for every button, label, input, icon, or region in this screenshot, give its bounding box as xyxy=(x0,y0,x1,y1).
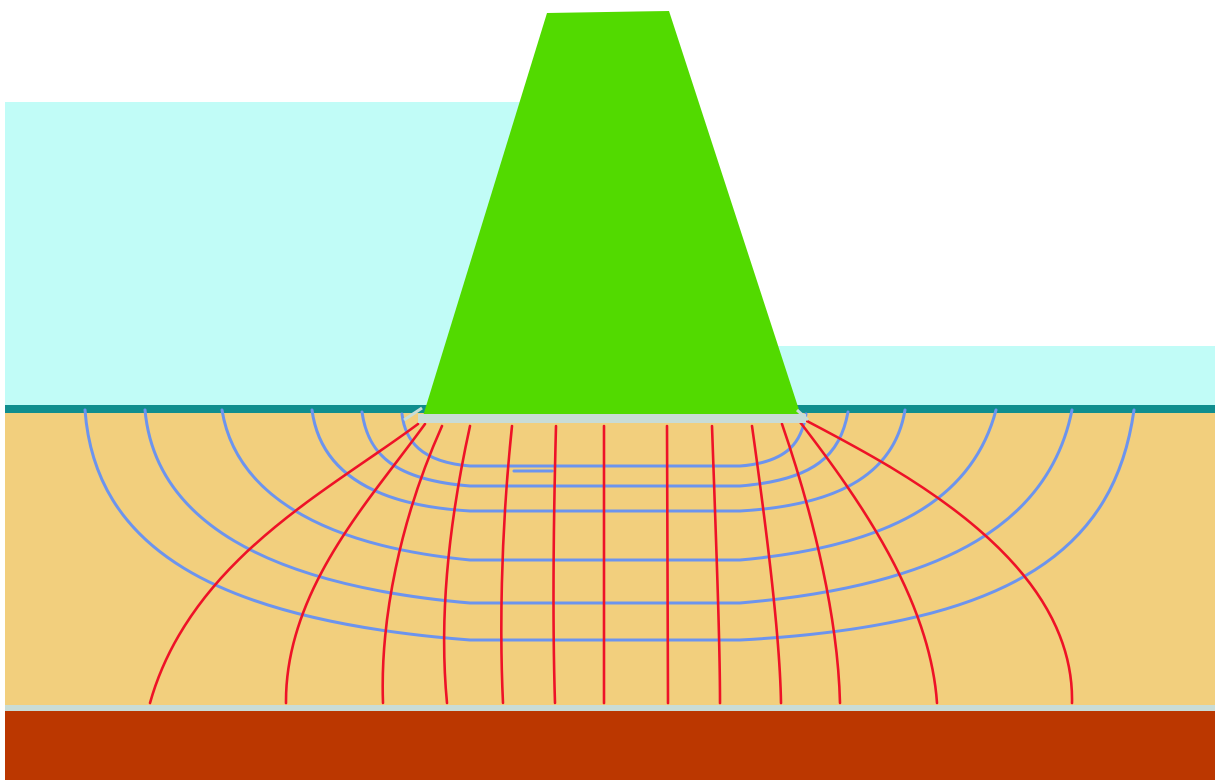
flow-line-5 xyxy=(500,424,514,705)
equipotential-line-3 xyxy=(310,408,907,513)
headwater-reservoir xyxy=(5,102,525,407)
dam-base-line xyxy=(418,414,806,423)
flow-line-4 xyxy=(442,424,472,705)
gravity-dam xyxy=(423,11,801,416)
flow-line-8 xyxy=(665,424,670,705)
flow-line-2 xyxy=(284,422,427,705)
tailwater xyxy=(770,346,1215,407)
flow-line-1 xyxy=(148,422,420,705)
dam-heel-edge xyxy=(403,406,423,422)
flow-line-9 xyxy=(710,424,722,705)
flow-line-11 xyxy=(780,422,842,705)
impervious-layer xyxy=(5,711,1215,780)
flow-lines xyxy=(148,418,1074,705)
permeable-soil-layer xyxy=(5,407,1215,707)
dam-toe-edge xyxy=(795,408,810,422)
flow-line-6 xyxy=(552,424,558,705)
impervious-boundary-line xyxy=(5,705,1215,711)
flow-line-10 xyxy=(750,424,783,705)
flow-line-13 xyxy=(803,418,1074,705)
flow-line-12 xyxy=(798,420,939,705)
flow-line-3 xyxy=(381,424,444,705)
